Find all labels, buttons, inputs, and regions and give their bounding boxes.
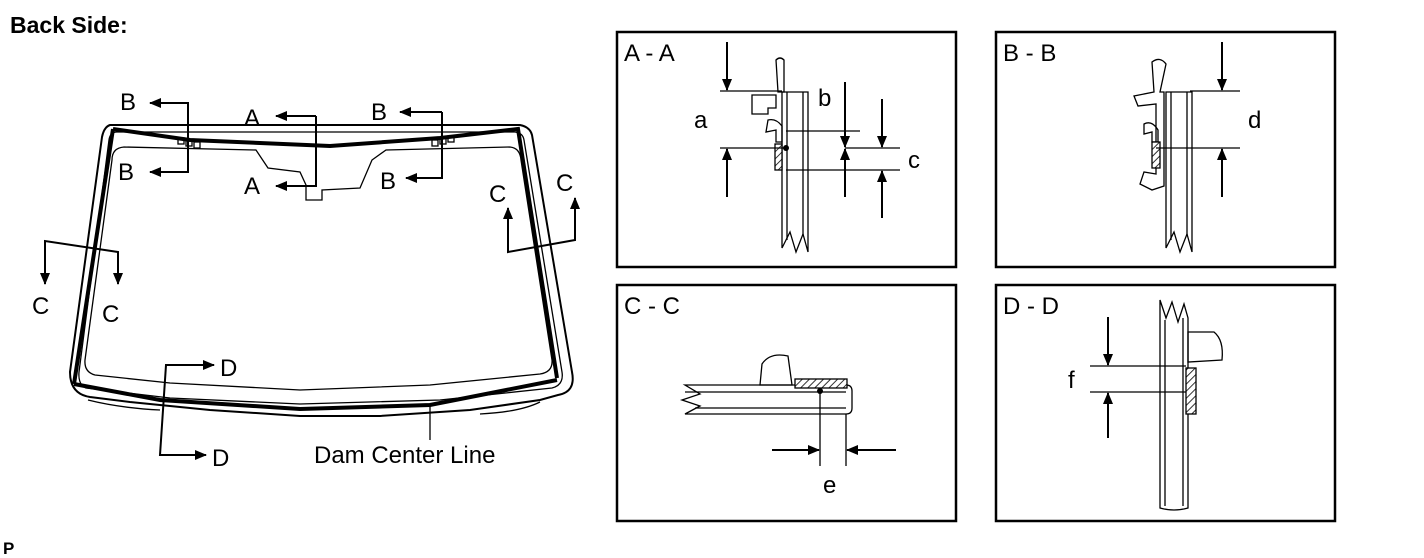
section-markers: B B A A B B C C C C D D: [32, 89, 580, 472]
page-title: Back Side:: [10, 12, 128, 38]
footer-code: P: [3, 539, 14, 558]
dim-d-label: d: [1248, 107, 1261, 134]
marker-c-right-outer: C: [556, 170, 573, 197]
dim-c-label: c: [908, 147, 920, 174]
marker-c-left-outer: C: [32, 293, 49, 320]
marker-a-bottom: A: [244, 173, 260, 200]
dim-e-label: e: [823, 472, 836, 499]
marker-b-top-left: B: [120, 89, 136, 116]
dim-f-label: f: [1068, 367, 1075, 394]
marker-c-left-inner: C: [102, 301, 119, 328]
marker-c-right-inner: C: [489, 181, 506, 208]
windshield-overview: [68, 124, 574, 440]
panel-d-d: D - D f: [994, 283, 1337, 523]
dim-b-label: b: [818, 85, 831, 112]
marker-a-top: A: [244, 105, 260, 132]
marker-b-bottom-right: B: [380, 168, 396, 195]
panel-a-a-title: A - A: [624, 40, 675, 67]
dim-a-label: a: [694, 107, 708, 134]
marker-b-bottom-left: B: [118, 159, 134, 186]
panel-a-a: A - A a b c: [615, 30, 958, 269]
panel-b-b-title: B - B: [1003, 40, 1056, 67]
panel-c-c: C - C e: [615, 283, 958, 523]
panel-d-d-title: D - D: [1003, 293, 1059, 320]
panel-c-c-title: C - C: [624, 293, 680, 320]
marker-d-bottom: D: [212, 445, 229, 472]
panel-b-b: B - B d: [994, 30, 1337, 269]
marker-b-top-right: B: [371, 99, 387, 126]
marker-d-top: D: [220, 355, 237, 382]
dam-center-line-label: Dam Center Line: [314, 442, 495, 469]
